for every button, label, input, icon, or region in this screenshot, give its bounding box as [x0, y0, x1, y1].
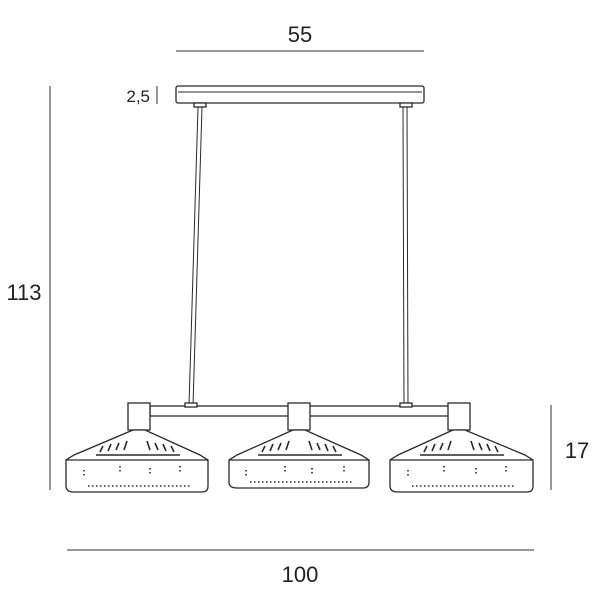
right-lamp	[389, 402, 534, 493]
left-lamp	[65, 402, 209, 493]
ceiling-canopy	[175, 85, 425, 108]
canopy-height-label: 2,5	[126, 87, 150, 106]
canopy-width-label: 55	[288, 22, 312, 47]
center-lamp	[228, 402, 370, 489]
shade-height-label: 17	[565, 438, 589, 463]
total-height-label: 113	[6, 280, 41, 305]
total-width-label: 100	[282, 562, 319, 587]
suspension-cables	[188, 106, 409, 407]
